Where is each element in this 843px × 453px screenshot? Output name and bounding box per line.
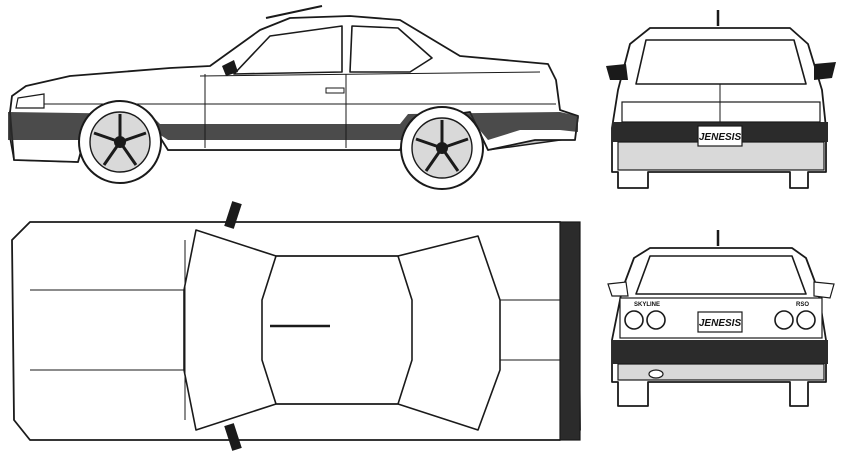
- front-view: JENESIS: [606, 10, 836, 189]
- front-grille-lower: [617, 141, 825, 171]
- tail-light-right-2: [796, 310, 816, 330]
- rear-bumper: [612, 340, 828, 364]
- side-view: [8, 5, 579, 190]
- rear-license-plate: [697, 311, 743, 333]
- side-headlight: [15, 93, 45, 109]
- top-body: [11, 221, 581, 441]
- front-wheel: [78, 100, 162, 184]
- side-rear-window: [349, 25, 433, 73]
- top-view: [11, 201, 581, 451]
- side-front-window: [233, 25, 343, 75]
- tail-light-right-1: [774, 310, 794, 330]
- antenna: [265, 5, 323, 19]
- front-mirror-right: [814, 62, 836, 80]
- rear-badge-left: SKYLINE: [634, 302, 660, 308]
- rear-wheel: [400, 106, 484, 190]
- front-windshield: [635, 39, 807, 85]
- rear-mirror-left: [607, 281, 629, 297]
- rear-view: SKYLINE RSO JENESIS: [607, 230, 835, 407]
- front-plate-text: JENESIS: [699, 132, 742, 143]
- rear-badge-right: RSO: [796, 302, 809, 308]
- side-mirror: [222, 60, 238, 76]
- tail-light-left-2: [646, 310, 666, 330]
- top-mirror-right: [224, 423, 242, 451]
- top-mirror-left: [224, 201, 242, 229]
- exhaust-pipe: [648, 369, 664, 379]
- front-license-plate: [697, 125, 743, 147]
- tail-light-left-1: [624, 310, 644, 330]
- front-mirror-left: [606, 64, 628, 80]
- rear-window: [635, 255, 807, 295]
- rear-valance: [617, 363, 825, 381]
- door-handle: [325, 87, 345, 94]
- top-roof: [261, 255, 413, 405]
- rear-mirror-right: [813, 281, 835, 299]
- rear-plate-text: JENESIS: [699, 318, 742, 329]
